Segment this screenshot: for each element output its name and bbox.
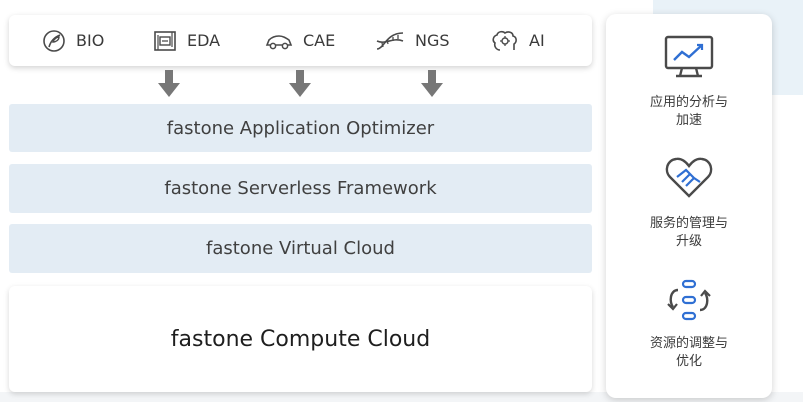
down-arrow-icon — [289, 70, 311, 97]
layer-label: fastone Application Optimizer — [166, 117, 435, 139]
layer-virtual-cloud: fastone Virtual Cloud — [9, 224, 592, 273]
feature-label-line: 加速 — [675, 113, 702, 128]
domain-label: BIO — [76, 31, 105, 50]
layer-compute-cloud: fastone Compute Cloud — [9, 286, 592, 392]
monitor-chart-icon — [664, 35, 714, 78]
feature-label: 服务的管理与 升级 — [606, 215, 772, 251]
car-icon — [265, 34, 293, 49]
domain-bio: BIO — [41, 15, 104, 66]
feature-label: 应用的分析与 加速 — [606, 94, 772, 130]
domain-label: CAE — [303, 31, 336, 50]
domain-label: NGS — [415, 31, 450, 50]
cycle-list-icon — [667, 279, 711, 321]
domain-cae: CAE — [264, 15, 335, 66]
domain-ngs: NGS — [374, 15, 450, 66]
domain-eda: EDA — [152, 15, 220, 66]
chip-icon — [154, 30, 176, 51]
feature-label-line: 资源的调整与 — [649, 336, 728, 351]
domain-label: EDA — [187, 31, 221, 50]
leaf-icon — [43, 29, 65, 52]
feature-label-line: 升级 — [675, 234, 702, 249]
down-arrow-icon — [421, 70, 443, 97]
handshake-heart-icon — [665, 157, 713, 198]
layer-label: fastone Serverless Framework — [164, 178, 437, 199]
layer-label: fastone Compute Cloud — [170, 326, 431, 352]
layer-application-optimizer: fastone Application Optimizer — [9, 104, 592, 152]
layer-label: fastone Virtual Cloud — [206, 238, 395, 259]
brain-icon — [492, 30, 517, 51]
domain-label: AI — [529, 31, 545, 50]
dna-icon — [376, 31, 404, 50]
down-arrow-icon — [158, 70, 180, 97]
layer-serverless-framework: fastone Serverless Framework — [9, 164, 592, 213]
feature-label: 资源的调整与 优化 — [606, 335, 772, 371]
domain-bar: BIO EDA CAE NGS AI — [9, 15, 592, 66]
domain-ai: AI — [490, 15, 545, 66]
feature-label-line: 服务的管理与 — [649, 216, 728, 231]
background-strip — [0, 392, 803, 402]
feature-label-line: 应用的分析与 — [649, 95, 728, 110]
feature-label-line: 优化 — [675, 354, 702, 369]
feature-panel: 应用的分析与 加速 服务的管理与 升级 资源的调整与 优化 — [606, 14, 772, 398]
